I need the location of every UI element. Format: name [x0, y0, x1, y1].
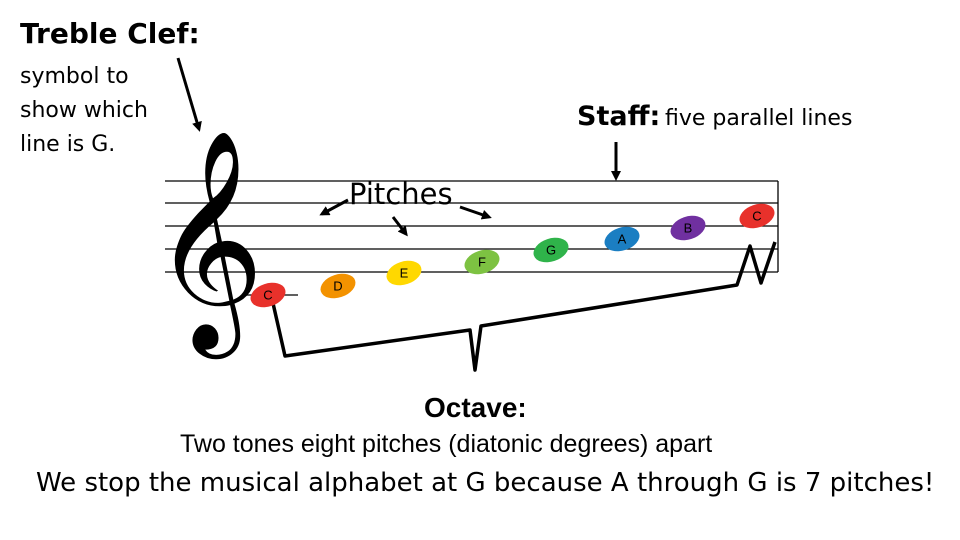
note-g: G — [533, 237, 569, 263]
pitches-arrow-down — [391, 216, 408, 237]
treble-clef-title: Treble Clef: — [20, 17, 200, 50]
note-head — [533, 237, 569, 263]
notes-layer: C D E F G A B C — [250, 203, 775, 308]
note-e: E — [386, 260, 422, 286]
note-a: A — [604, 226, 640, 252]
note-c: C — [250, 282, 286, 308]
note-head — [250, 282, 286, 308]
note-letter: C — [263, 288, 272, 303]
staff-description: five parallel lines — [665, 106, 853, 131]
note-head — [464, 249, 500, 275]
treble-clef-icon: 𝄞 — [152, 128, 264, 359]
note-head — [604, 226, 640, 252]
pitches-arrow-right — [459, 205, 492, 220]
pitches-arrow-left — [319, 198, 349, 216]
staff-title: Staff: — [577, 101, 661, 132]
alphabet-note: We stop the musical alphabet at G becaus… — [36, 468, 935, 498]
note-head — [320, 273, 356, 299]
note-c: C — [739, 203, 775, 229]
note-letter: B — [684, 221, 693, 236]
note-letter: G — [546, 243, 556, 258]
note-b: B — [670, 215, 706, 241]
treble-clef-arrow — [176, 57, 202, 132]
note-f: F — [464, 249, 500, 275]
note-letter: F — [478, 255, 486, 270]
note-head — [739, 203, 775, 229]
octave-bracket — [268, 241, 777, 372]
note-head — [386, 260, 422, 286]
treble-clef-description: symbol to show which line is G. — [20, 64, 148, 157]
octave-title: Octave: — [424, 392, 527, 423]
arrows — [176, 57, 621, 237]
pitches-label: Pitches — [349, 177, 453, 211]
note-head — [670, 215, 706, 241]
note-letter: D — [333, 279, 342, 294]
note-d: D — [320, 273, 356, 299]
note-letter: E — [400, 266, 409, 281]
octave-description: Two tones eight pitches (diatonic degree… — [180, 430, 713, 458]
note-letter: A — [618, 232, 627, 247]
note-letter: C — [752, 209, 761, 224]
